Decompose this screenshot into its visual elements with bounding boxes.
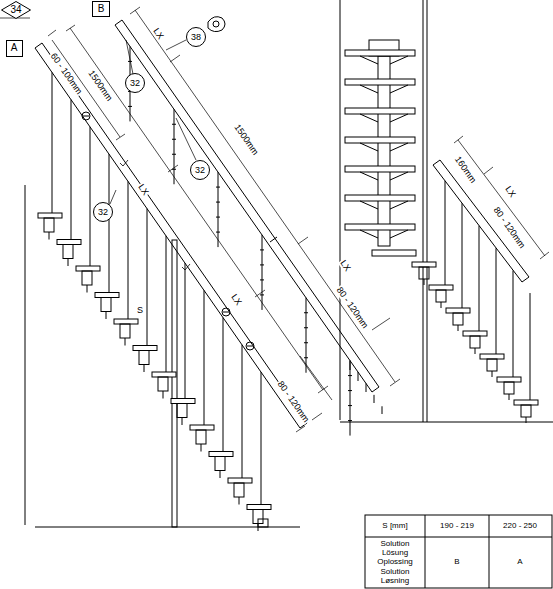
node-text: B (98, 4, 105, 14)
page-number: 34 (1, 1, 31, 19)
dimension-label: LX (150, 26, 165, 42)
node-text: 34 (10, 5, 21, 15)
dimension-label: 80 - 120mm (334, 285, 370, 331)
node-text: 32 (130, 79, 140, 88)
table-cell: A (510, 557, 530, 566)
dimension-label: LX (502, 184, 517, 200)
callout-number: 32 (93, 202, 113, 222)
callout-number: 32 (125, 73, 145, 93)
table-header: 220 - 250 (490, 521, 550, 530)
dimension-label: 1500mm (232, 122, 261, 158)
dimension-label: S (136, 306, 144, 315)
table-cell: B (447, 557, 467, 566)
callout-number: 38 (186, 27, 206, 47)
node-text: 38 (191, 33, 201, 42)
dimension-label: LX (228, 292, 243, 308)
node-text: 32 (195, 166, 205, 175)
dimension-label: 80 - 120mm (491, 205, 527, 251)
table-cell: Solution Lösung Oplossing Solution Løsni… (367, 539, 423, 585)
node-text: 32 (98, 208, 108, 217)
node-text: A (11, 43, 18, 53)
callout-number: 32 (190, 160, 210, 180)
table-header: 190 - 219 (427, 521, 487, 530)
variant-box: B (92, 1, 110, 17)
table-header: S [mm] (367, 521, 423, 530)
variant-box: A (6, 40, 23, 57)
